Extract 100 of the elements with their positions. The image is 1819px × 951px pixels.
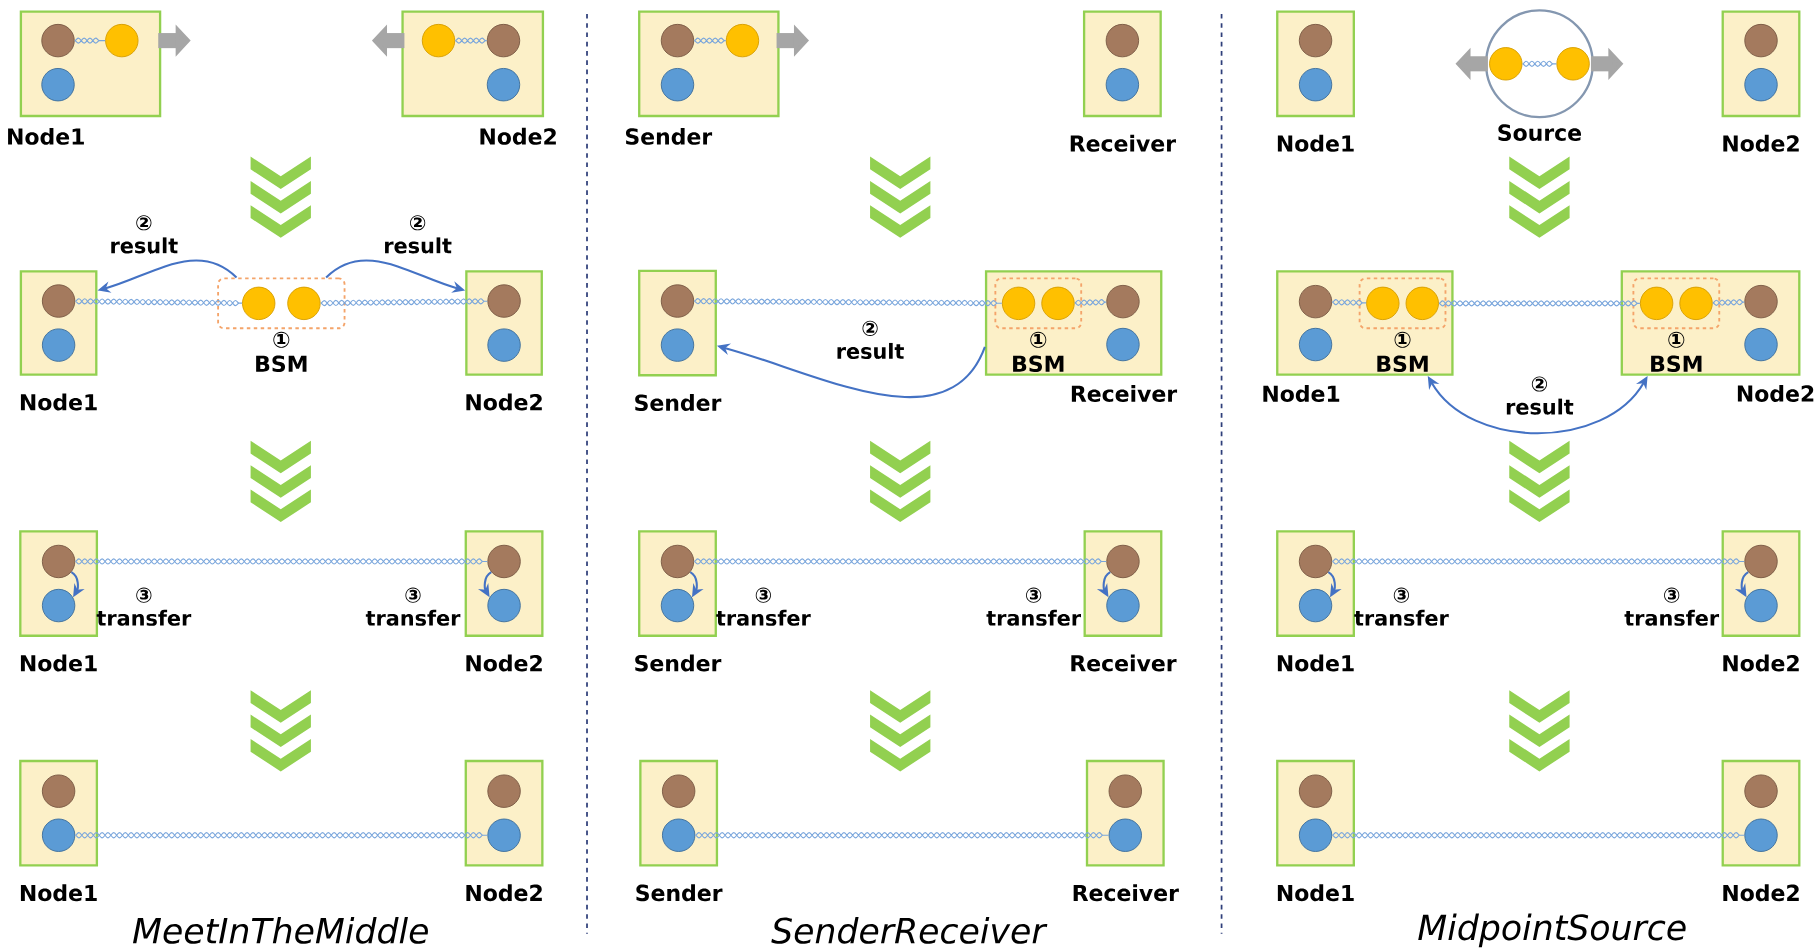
qubit-circle [1001,286,1036,320]
node-label: Source [1498,124,1582,141]
node-label: Receiver [1071,384,1178,402]
qubit-circle [1744,588,1778,623]
qubit-circle [287,286,321,320]
node-label: Sender [625,127,713,145]
qubit-circle [1298,23,1333,58]
qubit-circle [41,67,75,102]
qubit-circle [1298,327,1333,362]
node-label: Node2 [466,884,542,902]
qubit-circle [41,284,76,318]
entanglement-line [693,297,1003,307]
entanglement-line [693,558,1107,565]
qubit-circle [41,328,76,362]
qubit-circle [1106,284,1140,319]
qubit-circle [41,818,76,852]
bsm-box: ① BSM [1632,277,1721,372]
qubit-circle [1744,67,1778,102]
qubit-circle [421,23,456,58]
entanglement-line [74,37,106,44]
node-label: Node2 [466,393,542,411]
panel-title: SenderReceiver [771,916,1048,944]
node-label: Sender [636,884,723,902]
qubit-circle [1744,818,1778,852]
edge-label: ③ transfer [1624,587,1720,626]
qubit-circle [487,544,521,579]
node-label: Node1 [1277,654,1354,672]
panel-title: MidpointSource [1418,913,1686,948]
qubit-circle [1744,327,1778,362]
qubit-circle [1639,286,1674,320]
entanglement-line [1521,60,1557,67]
node-label: Node1 [1277,884,1354,902]
node-label: Node2 [1723,884,1799,902]
qubit-circle [661,818,696,852]
entanglement-line [1074,298,1107,306]
node-label: Sender [635,654,722,672]
qubit-circle [242,286,276,320]
qubit-circle [1298,544,1333,579]
node-label: Node2 [1723,654,1799,672]
edge-label: ③ transfer [986,587,1081,626]
node-label: Receiver [1071,654,1177,672]
qubit-circle [486,23,521,58]
qubit-circle [41,774,76,808]
qubit-circle [41,544,76,579]
node-label: ① BSM [1651,331,1702,372]
qubit-circle [725,23,760,58]
node-label: Node1 [8,127,84,145]
qubit-circle [486,67,521,102]
qubit-circle [105,23,139,58]
edge-label: ② result [837,320,904,359]
panel-title: MeetInTheMiddle [133,916,428,944]
entanglement-line [693,37,727,44]
qubit-circle [660,328,695,362]
qubit-circle [487,774,521,808]
node-label: Receiver [1070,134,1176,152]
qubit-circle [660,544,695,579]
qubit-circle [1108,818,1142,852]
qubit-circle [1405,286,1439,320]
node-label: ① BSM [1377,331,1428,372]
node-label: Node1 [20,884,97,902]
entanglement-line [1331,832,1745,839]
entanglement-line [454,37,488,44]
node-label: ① BSM [256,331,307,372]
entanglement-line [1331,558,1745,565]
node-label: Node1 [1263,384,1340,402]
qubit-circle [1744,774,1778,808]
qubit-circle [1298,67,1333,102]
entanglement-line [1331,298,1367,306]
qubit-circle [487,818,521,852]
qubit-circle [1744,544,1778,579]
qubit-circle [1105,23,1140,58]
qubit-circle [1744,284,1778,319]
edge-label: ③ transfer [365,587,461,626]
qubit-circle [1298,588,1333,623]
qubit-circle [41,23,75,58]
node-label: Node2 [466,654,542,672]
entanglement-line [1438,300,1641,307]
node-label: Node2 [1737,384,1814,402]
qubit-circle [1105,67,1140,102]
qubit-circle [1108,774,1142,808]
qubit-circle [1106,588,1140,623]
qubit-circle [1679,286,1713,320]
qubit-circle [1489,46,1523,81]
entanglement-line [74,558,488,565]
qubit-circle [660,588,695,623]
qubit-circle [487,284,521,318]
entanglement-line [74,298,243,307]
qubit-circle [1106,544,1140,579]
qubit-circle [487,328,521,362]
qubit-circle [1041,286,1075,320]
qubit-circle [1556,46,1590,81]
node-label: Node2 [480,127,556,145]
qubit-circle [1366,286,1400,320]
qubit-circle [661,774,696,808]
qubit-circle [660,284,695,318]
entanglement-line [694,832,1110,839]
node-label: Receiver [1073,884,1179,902]
bsm-box: ① BSM [217,277,346,372]
edge-label: ② result [1506,376,1574,415]
qubit-circle [660,67,695,102]
